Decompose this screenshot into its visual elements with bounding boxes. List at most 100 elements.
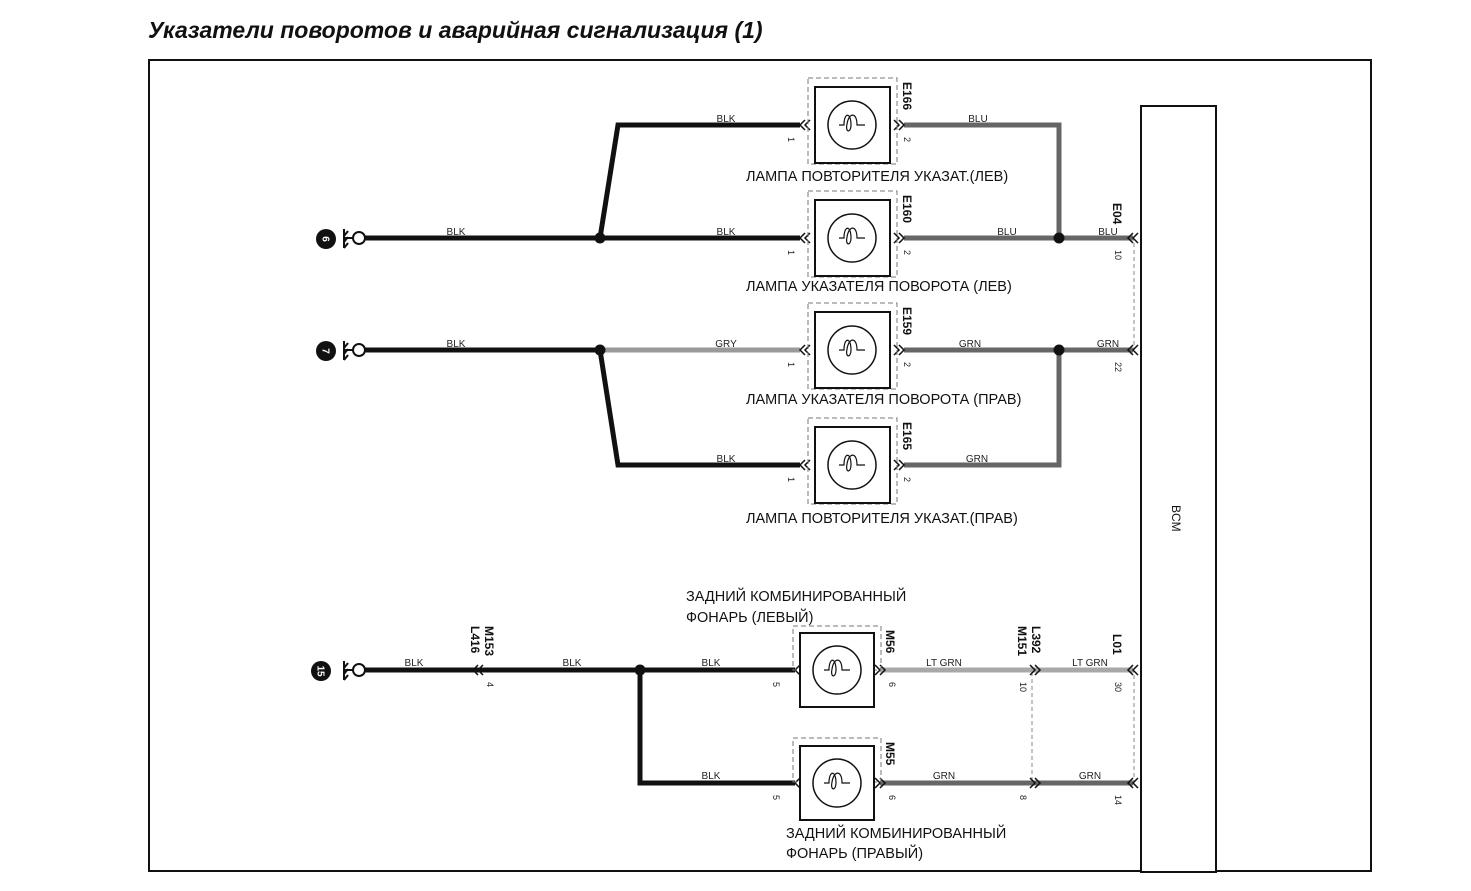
wire-label: BLU: [968, 114, 987, 125]
bulb-icon: [827, 325, 877, 375]
lamp-e165-id: E165: [900, 422, 914, 450]
pin-number: 10: [1018, 682, 1028, 692]
splice-dot: [1053, 232, 1065, 244]
wire-label: BLK: [405, 658, 424, 669]
connector-l01-id: L01: [1110, 634, 1124, 655]
connector-l01-group: [1130, 671, 1135, 782]
lamp-m55-caption-line1: ЗАДНИЙ КОМБИНИРОВАННЫЙ: [786, 824, 1006, 842]
wire-e165-out: [904, 350, 1062, 468]
ground-15: 15: [311, 661, 366, 681]
wire-label: LT GRN: [1072, 658, 1108, 669]
bulb-icon: [812, 758, 862, 808]
splice-dot: [1053, 344, 1065, 356]
wire-label: GRN: [1079, 771, 1101, 782]
wire-label: BLK: [447, 227, 466, 238]
svg-text:15: 15: [315, 665, 326, 677]
lamp-e159-caption: ЛАМПА УКАЗАТЕЛЯ ПОВОРОТА (ПРАВ): [746, 392, 1021, 408]
svg-text:7: 7: [320, 348, 331, 354]
connector-e04-id: E04: [1110, 203, 1124, 225]
lamp-e160-caption: ЛАМПА УКАЗАТЕЛЯ ПОВОРОТА (ЛЕВ): [746, 279, 1012, 295]
wire-e165-in: [597, 349, 800, 468]
svg-text:6: 6: [320, 236, 331, 242]
wire-label: BLK: [702, 771, 721, 782]
pin-number: 6: [887, 795, 897, 800]
splice-dot: [594, 232, 606, 244]
pin-number: 30: [1113, 682, 1123, 692]
pin-number: 2: [902, 137, 912, 142]
wire-label: LT GRN: [926, 658, 962, 669]
bulb-icon: [827, 213, 877, 263]
ground-marker-icon: [311, 661, 331, 681]
lamp-e165: [807, 417, 898, 505]
wire-m55-in: [637, 670, 795, 786]
wire-label: GRN: [1097, 339, 1119, 350]
wire-label: GRN: [933, 771, 955, 782]
wire-label: BLK: [717, 227, 736, 238]
ground-icon: [343, 341, 366, 361]
diagram-frame: [148, 59, 1372, 872]
pin-number: 10: [1113, 250, 1123, 260]
page-title: Указатели поворотов и аварийная сигнализ…: [148, 17, 763, 43]
pin-number: 14: [1113, 795, 1123, 805]
lamp-m55: [792, 737, 882, 821]
lamp-m56: [792, 625, 882, 708]
wire-label: BLK: [717, 454, 736, 465]
lamp-e160: [807, 190, 898, 278]
lamp-e165-caption: ЛАМПА ПОВТОРИТЕЛЯ УКАЗАТ.(ПРАВ): [746, 511, 1018, 527]
lamp-e159: [807, 302, 898, 390]
wire-label: BLK: [447, 339, 466, 350]
connector-m153-id: M153: [482, 626, 496, 656]
lamp-m56-caption-line2: ФОНАРЬ (ЛЕВЫЙ): [686, 608, 813, 626]
pin-number: 5: [771, 682, 781, 687]
wire-label: GRY: [715, 339, 737, 350]
ground-7: 7: [316, 341, 366, 361]
pin-number: 6: [887, 682, 897, 687]
ground-6: 6: [316, 229, 366, 249]
pin-number: 2: [902, 477, 912, 482]
lamp-m55-caption-line2: ФОНАРЬ (ПРАВЫЙ): [786, 844, 923, 862]
bulb-icon: [827, 440, 877, 490]
wires: [365, 122, 1133, 786]
bulb-icon: [827, 100, 877, 150]
lamp-e166-caption: ЛАМПА ПОВТОРИТЕЛЯ УКАЗАТ.(ЛЕВ): [746, 169, 1008, 185]
wire-e166-out: [904, 122, 1062, 238]
lamp-e166-id: E166: [900, 82, 914, 110]
wire-label: BLK: [702, 658, 721, 669]
lamp-m56-caption-line1: ЗАДНИЙ КОМБИНИРОВАННЫЙ: [686, 587, 906, 605]
pin-number: 5: [771, 795, 781, 800]
lamp-m55-id: M55: [883, 742, 897, 766]
ground-icon: [343, 229, 366, 249]
connector-l416-id: L416: [468, 626, 482, 654]
lamp-e160-id: E160: [900, 195, 914, 223]
wire-label: BLK: [717, 114, 736, 125]
wire-label: GRN: [966, 454, 988, 465]
ground-marker-icon: [316, 229, 336, 249]
bulb-icon: [812, 645, 862, 695]
pin-number: 1: [786, 137, 796, 142]
pin-number: 2: [902, 362, 912, 367]
splice-dot: [634, 664, 646, 676]
bcm-module: [1140, 105, 1217, 873]
connector-l392-id: L392: [1029, 626, 1043, 654]
wire-label: BLK: [563, 658, 582, 669]
lamp-e159-id: E159: [900, 307, 914, 335]
wire-label: BLU: [997, 227, 1016, 238]
pin-number: 4: [485, 682, 495, 687]
splice-dot: [594, 344, 606, 356]
bcm-label: BCM: [1169, 505, 1183, 532]
pin-number: 2: [902, 250, 912, 255]
pin-number: 1: [786, 362, 796, 367]
pin-number: 1: [786, 477, 796, 482]
pin-number: 1: [786, 250, 796, 255]
lamp-e166: [807, 77, 898, 165]
ground-icon: [343, 661, 366, 681]
pin-number: 22: [1113, 362, 1123, 372]
connector-e04-group: [1130, 239, 1135, 349]
pin-number: 8: [1018, 795, 1028, 800]
ground-marker-icon: [316, 341, 336, 361]
wire-label: BLU: [1098, 227, 1117, 238]
lamp-m56-id: M56: [883, 630, 897, 654]
wire-label: GRN: [959, 339, 981, 350]
wire-e166-in: [597, 122, 800, 239]
